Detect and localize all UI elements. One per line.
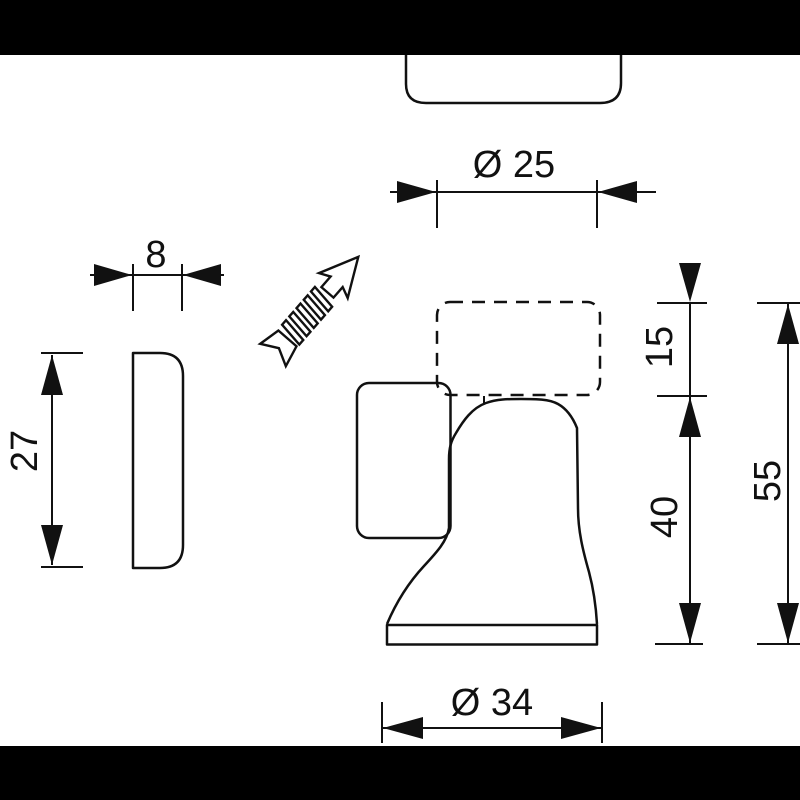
arrowhead-left xyxy=(383,717,423,739)
dim-label-total-height: 55 xyxy=(747,460,789,502)
wall-plate-outline xyxy=(355,381,452,540)
dim-label-profile-height: 27 xyxy=(4,430,46,472)
arrowhead-down xyxy=(777,603,799,643)
arrow-stripe xyxy=(280,318,305,347)
arrowhead-up xyxy=(777,304,799,344)
arrowhead-right xyxy=(561,717,601,739)
dim-buffer-height: 15 xyxy=(639,263,707,643)
dim-base-diameter: Ø 34 xyxy=(381,682,603,743)
direction-arrow-icon xyxy=(257,254,361,370)
base-outline xyxy=(385,623,599,646)
arrowhead-down-outside xyxy=(679,263,701,302)
arrowhead-right xyxy=(183,264,221,286)
side-profile-outline xyxy=(131,351,185,570)
arrow-head xyxy=(315,254,361,302)
dim-label-top-diameter: Ø 25 xyxy=(473,144,555,186)
dim-top-diameter: Ø 25 xyxy=(390,144,656,228)
arrowhead-down xyxy=(41,525,63,565)
arrowhead-right xyxy=(598,181,637,203)
dim-body-height: 40 xyxy=(644,496,703,645)
top-view-outline xyxy=(404,55,623,105)
dim-label-base-diameter: Ø 34 xyxy=(451,682,533,724)
dim-thickness: 8 xyxy=(90,234,224,311)
arrow-stripes xyxy=(280,285,334,347)
stop-body-outline xyxy=(385,397,599,625)
dim-label-body-height: 40 xyxy=(644,496,686,538)
arrow-stripe xyxy=(287,310,313,339)
arrowhead-up xyxy=(679,397,701,437)
arrow-tail xyxy=(257,328,299,370)
arrow-stripe xyxy=(302,293,327,322)
letterbox-top-bar xyxy=(0,0,800,55)
buffer-dashed-outline xyxy=(435,300,602,397)
arrowhead-down xyxy=(679,603,701,643)
arrow-stripe xyxy=(309,285,334,314)
dim-total-height: 55 xyxy=(747,302,800,645)
letterbox-bottom-bar xyxy=(0,746,800,800)
arrow-stripe xyxy=(294,301,320,330)
dim-profile-height: 27 xyxy=(4,352,83,568)
dim-label-thickness: 8 xyxy=(145,234,166,276)
dim-label-buffer-height: 15 xyxy=(639,326,681,368)
arrowhead-left xyxy=(397,181,436,203)
arrowhead-left xyxy=(94,264,132,286)
arrowhead-up xyxy=(41,355,63,395)
